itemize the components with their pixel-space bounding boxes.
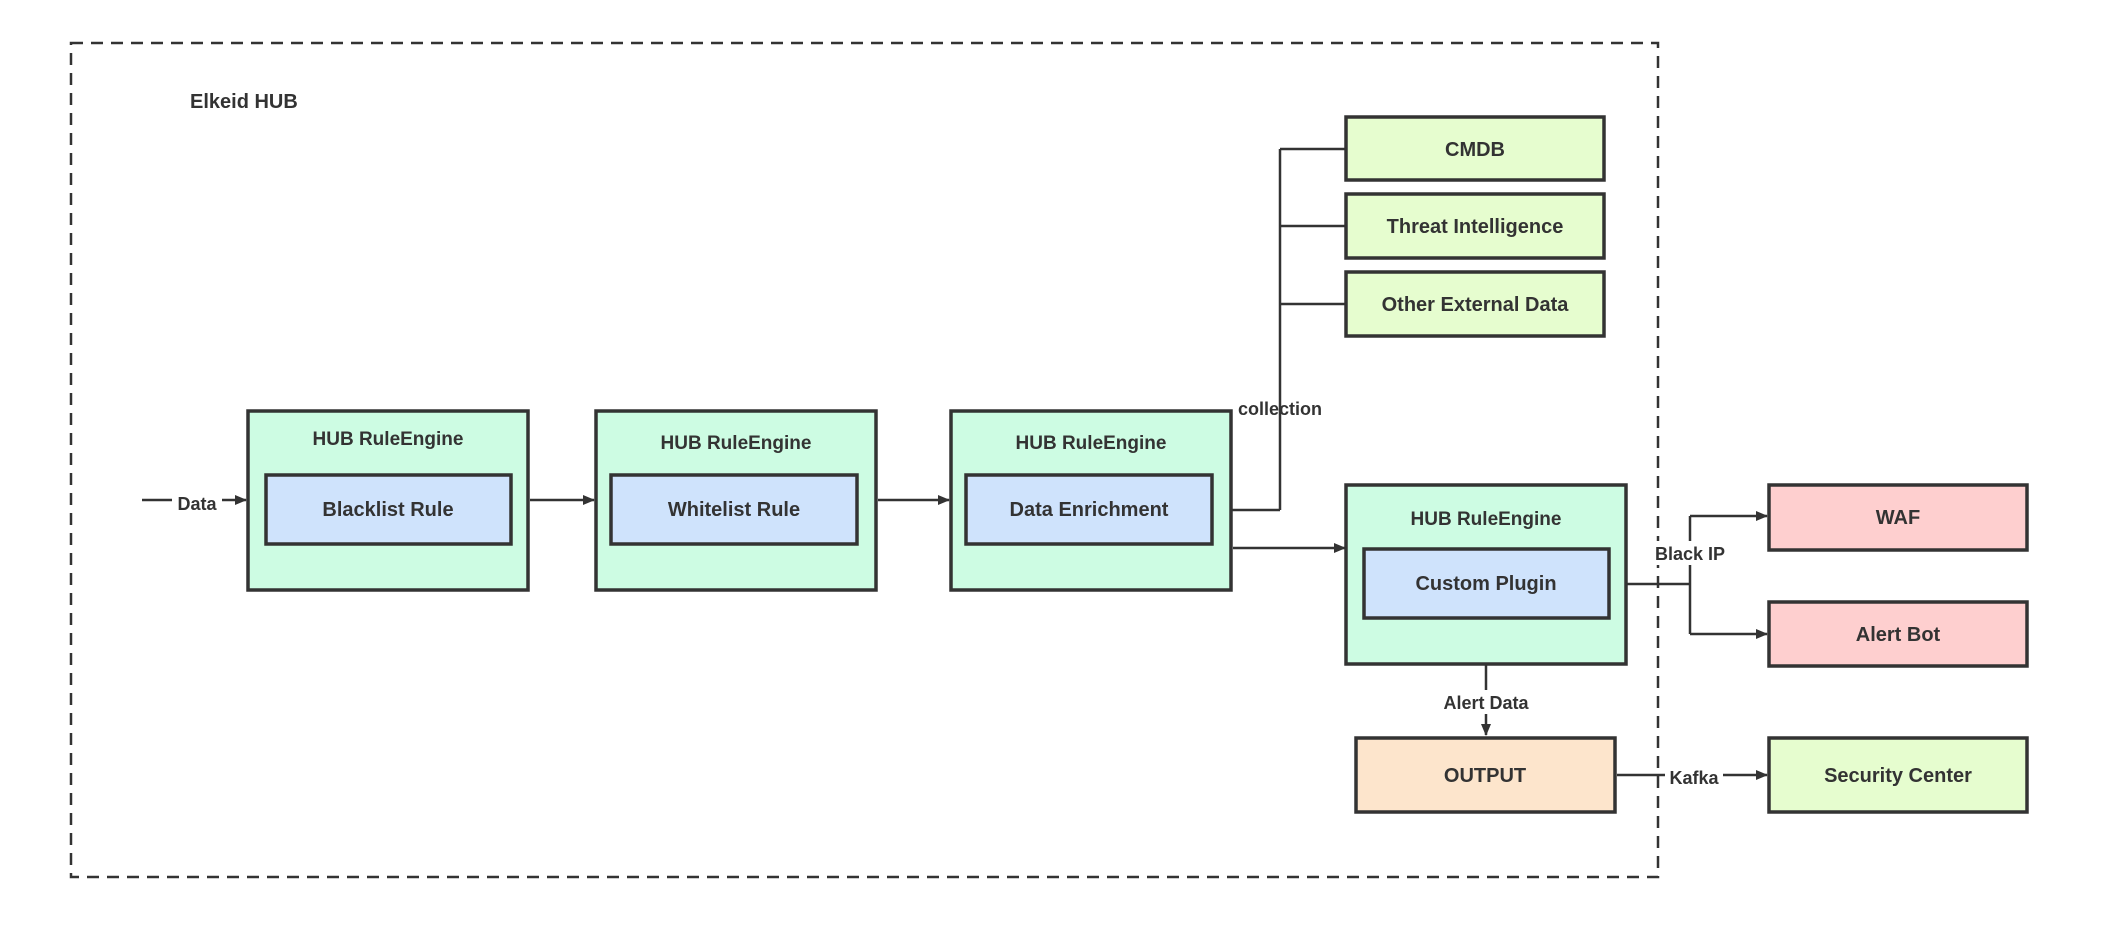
label-bg-kafka xyxy=(1665,766,1723,790)
target-alert-bot: Alert Bot xyxy=(1767,600,2029,668)
rule-box xyxy=(264,473,513,546)
edge-label-black-ip: Black IP xyxy=(1655,544,1725,564)
target-box xyxy=(1767,736,2029,814)
boundary-title: Elkeid HUB xyxy=(190,91,298,113)
engine-title: HUB RuleEngine xyxy=(1411,509,1562,530)
rule-label: Data Enrichment xyxy=(1010,499,1169,521)
rule-label: Custom Plugin xyxy=(1415,573,1556,595)
engine-blacklist: HUB RuleEngine Blacklist Rule xyxy=(246,409,530,592)
rule-label: Whitelist Rule xyxy=(668,499,800,521)
edge-label-kafka: Kafka xyxy=(1669,768,1719,788)
target-box xyxy=(1767,483,2029,552)
edge-label-alert-data: Alert Data xyxy=(1443,693,1529,713)
rule-box xyxy=(1362,547,1611,620)
rule-label: Blacklist Rule xyxy=(322,499,453,521)
rule-box xyxy=(609,473,859,546)
source-label: Threat Intelligence xyxy=(1387,216,1564,238)
target-security-center: Security Center xyxy=(1767,736,2029,814)
label-bg-data xyxy=(172,490,222,512)
source-box xyxy=(1344,192,1606,260)
label-bg-black-ip xyxy=(1648,541,1732,565)
output-node: OUTPUT xyxy=(1354,736,1617,814)
external-other-data: Other External Data xyxy=(1344,270,1606,338)
engine-custom-plugin: HUB RuleEngine Custom Plugin xyxy=(1344,483,1628,666)
engine-title: HUB RuleEngine xyxy=(313,429,464,450)
source-box xyxy=(1344,115,1606,182)
engine-whitelist: HUB RuleEngine Whitelist Rule xyxy=(594,409,878,592)
source-label: Other External Data xyxy=(1382,294,1570,316)
edge-label-data: Data xyxy=(177,494,217,514)
target-label: Security Center xyxy=(1824,765,1972,787)
target-label: WAF xyxy=(1876,507,1920,529)
source-box xyxy=(1344,270,1606,338)
engine-enrichment: HUB RuleEngine Data Enrichment xyxy=(949,409,1233,592)
source-label: CMDB xyxy=(1445,139,1505,161)
target-waf: WAF xyxy=(1767,483,2029,552)
output-box xyxy=(1354,736,1617,814)
connectors xyxy=(142,147,1768,780)
external-cmdb: CMDB xyxy=(1344,115,1606,182)
target-label: Alert Bot xyxy=(1856,624,1941,646)
engine-title: HUB RuleEngine xyxy=(661,433,812,454)
elkeid-hub-boundary xyxy=(69,41,1660,879)
engine-title: HUB RuleEngine xyxy=(1016,433,1167,454)
label-bg-alert-data xyxy=(1432,690,1540,714)
output-label: OUTPUT xyxy=(1444,765,1526,787)
edge-label-collection: collection xyxy=(1238,399,1322,419)
target-box xyxy=(1767,600,2029,668)
rule-box xyxy=(964,473,1214,546)
external-threat-intelligence: Threat Intelligence xyxy=(1344,192,1606,260)
